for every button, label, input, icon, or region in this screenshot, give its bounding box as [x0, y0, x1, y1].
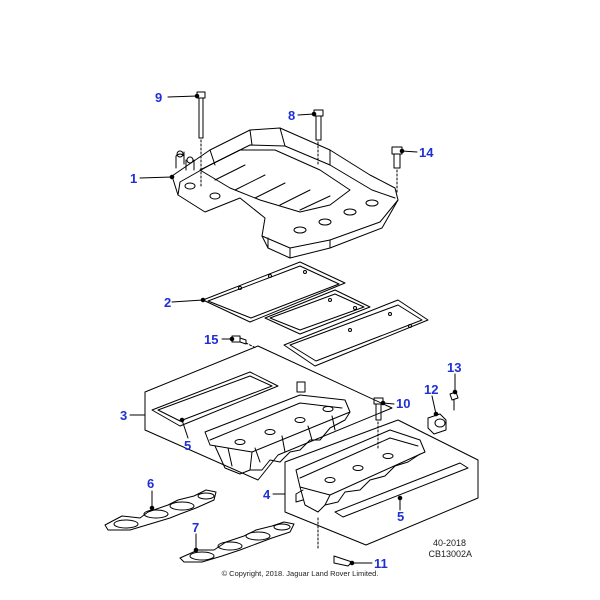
callout-labels: 9 8 14 1 2 15 3 5 10 12 13 4 6 7 5 11: [120, 90, 461, 571]
assembly-box-3: [144, 345, 393, 481]
callout-8: 8: [288, 108, 295, 123]
bolt-11: [317, 517, 353, 567]
callout-12: 12: [424, 382, 438, 397]
bolt-8: [313, 109, 324, 166]
leader-lines: [129, 93, 458, 566]
bolt-14: [391, 146, 403, 193]
gasket-strip-right: [334, 462, 469, 518]
callout-11: 11: [374, 556, 388, 571]
fastener-13: [449, 391, 459, 411]
callout-14: 14: [419, 145, 434, 160]
upper-gasket-set: [202, 261, 429, 367]
callout-3: 3: [120, 408, 127, 423]
callout-9: 9: [155, 90, 162, 105]
callout-5-upper: 5: [184, 438, 191, 453]
bolt-10: [373, 397, 384, 449]
callout-4: 4: [263, 487, 271, 502]
date-code: 40-2018: [432, 538, 466, 548]
callout-6: 6: [147, 476, 154, 491]
callout-7: 7: [192, 520, 199, 535]
callout-15: 15: [204, 332, 218, 347]
callout-13: 13: [447, 360, 461, 375]
upper-intake-manifold: [171, 127, 399, 259]
callout-5-lower: 5: [397, 509, 404, 524]
intake-gasket-6: [104, 489, 217, 531]
lower-manifold-left: [151, 371, 351, 475]
sensor-12: [427, 413, 447, 435]
intake-gasket-7: [179, 521, 295, 563]
copyright-notice: © Copyright, 2018. Jaguar Land Rover Lim…: [221, 569, 379, 578]
bolt-15: [231, 335, 257, 349]
lower-manifold-right: [295, 429, 426, 513]
assembly-box-4: [284, 419, 479, 546]
callout-2: 2: [164, 295, 171, 310]
bolt-9: [196, 91, 206, 189]
callout-1: 1: [130, 171, 137, 186]
callout-10: 10: [396, 396, 410, 411]
drawing-number: CB13002A: [428, 549, 472, 559]
